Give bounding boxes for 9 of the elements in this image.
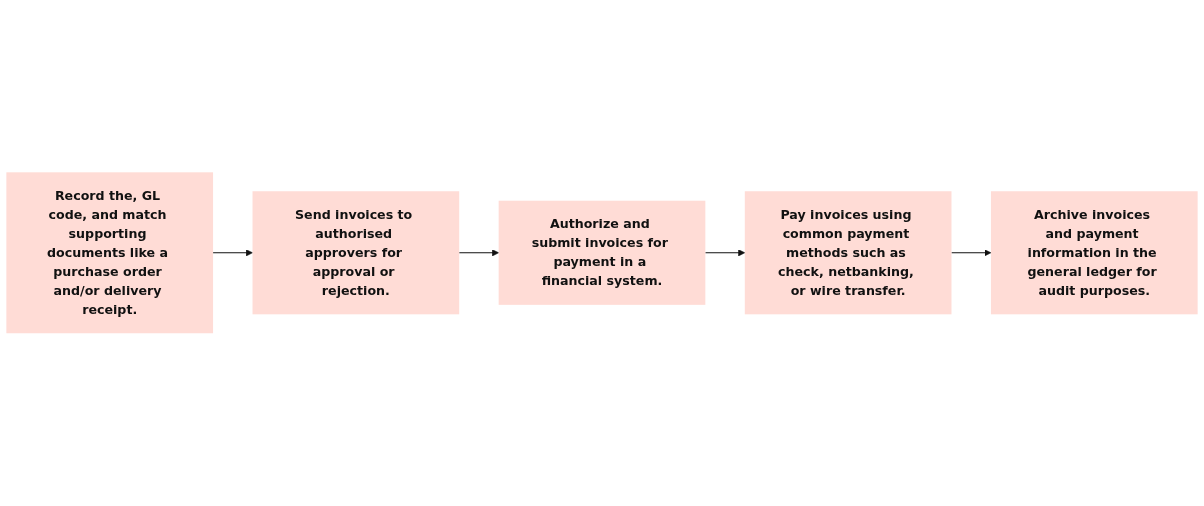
arrow (704, 249, 746, 257)
arrow (950, 249, 992, 257)
node-box: Archive invoices and payment information in the general ledger for audit purposes. (990, 191, 1198, 315)
node-box: Record the, GL code, and match supporting documents like a purchase order and/or delivery receipt. (6, 172, 214, 334)
arrow (458, 249, 499, 257)
node-box: Authorize and submit invoices for payment in a financial system. (498, 200, 706, 306)
arrow (212, 249, 253, 257)
node-box: Pay invoices using common payment methods such as check, netbanking, or wire transfer. (744, 191, 952, 315)
node-box: Send invoices to authorised approvers for approval or rejection. (252, 191, 460, 315)
